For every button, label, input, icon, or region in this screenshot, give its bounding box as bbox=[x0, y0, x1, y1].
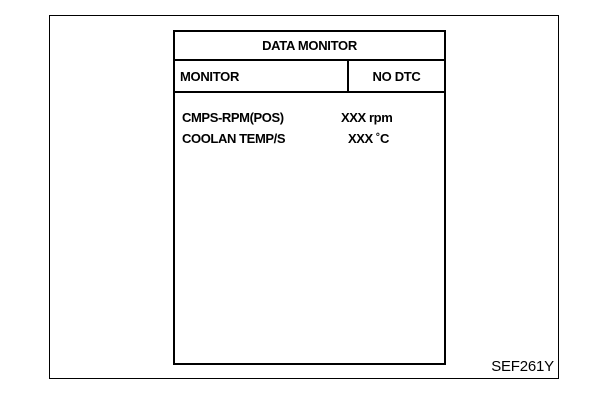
monitor-item-coolant-temp[interactable]: COOLAN TEMP/S XXX ˚C bbox=[182, 128, 444, 149]
monitor-item-name: CMPS-RPM(POS) bbox=[182, 110, 284, 125]
figure-frame bbox=[49, 15, 559, 379]
monitor-item-cmps-rpm[interactable]: CMPS-RPM(POS) XXX rpm bbox=[182, 107, 444, 128]
figure-code: SEF261Y bbox=[491, 358, 554, 375]
screen-title: DATA MONITOR bbox=[175, 32, 444, 61]
monitor-item-value: XXX rpm bbox=[341, 110, 393, 125]
data-monitor-screen: DATA MONITOR MONITOR NO DTC CMPS-RPM(POS… bbox=[173, 30, 446, 365]
monitor-item-value: XXX ˚C bbox=[348, 131, 389, 146]
monitor-header-row: MONITOR NO DTC bbox=[175, 61, 444, 93]
monitor-readings-list: CMPS-RPM(POS) XXX rpm COOLAN TEMP/S XXX … bbox=[175, 93, 444, 149]
dtc-status: NO DTC bbox=[372, 68, 421, 84]
monitor-item-name: COOLAN TEMP/S bbox=[182, 131, 286, 146]
monitor-column-header: MONITOR bbox=[175, 61, 349, 91]
